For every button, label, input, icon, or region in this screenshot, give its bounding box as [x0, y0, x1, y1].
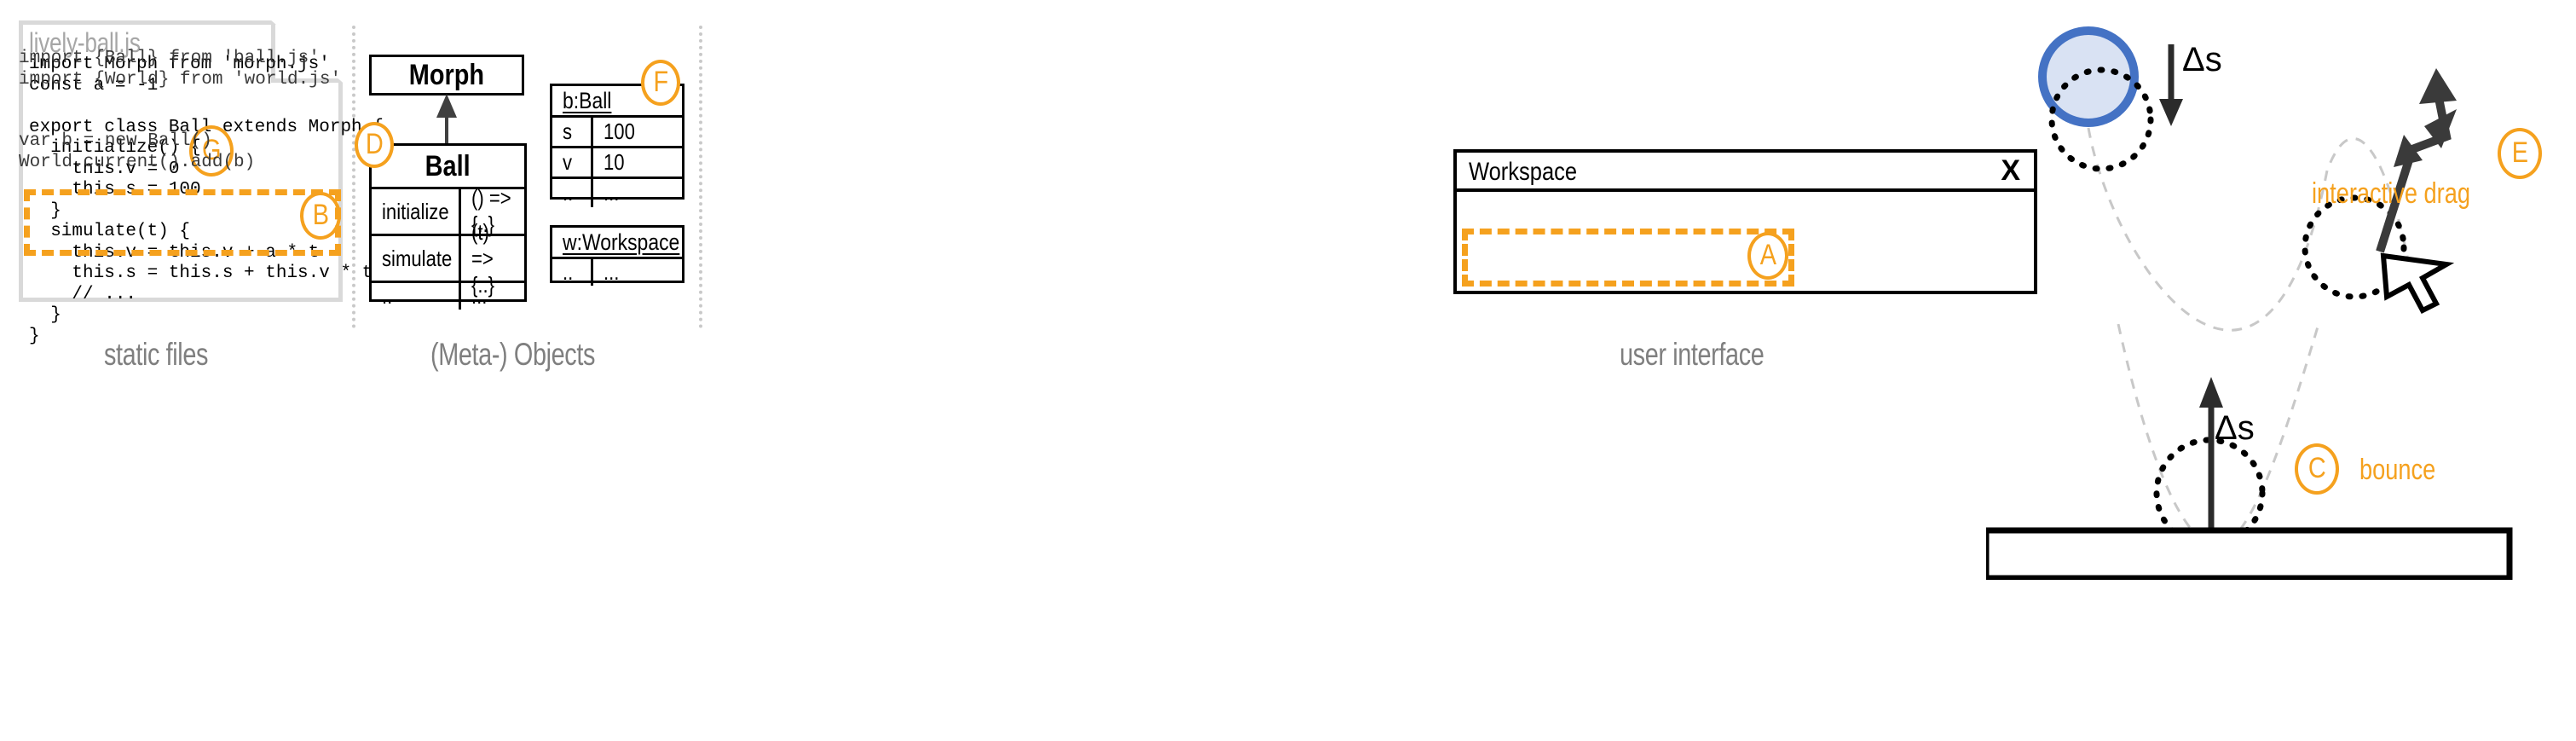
object-box-ball-title: b:Ball: [563, 87, 612, 113]
drag-vector-path: [2376, 93, 2452, 253]
inheritance-arrow-icon: [436, 94, 457, 145]
bounce-label: bounce: [2359, 454, 2436, 486]
workspace-window[interactable]: Workspace X: [1453, 149, 2037, 294]
marker-d-label: D: [365, 128, 384, 160]
workspace-title: Workspace: [1469, 158, 1578, 186]
workspace-statement-code[interactable]: var b = new Ball() World.current().add(b…: [19, 131, 256, 172]
caption-meta-objects: (Meta-) Objects: [430, 337, 596, 372]
delta-s-arrowhead-up: [2199, 377, 2223, 408]
object-row: s 100: [552, 115, 682, 146]
divider-left: [352, 26, 355, 328]
object-value: ...: [604, 180, 620, 206]
file-name-label: lively-ball.js: [29, 27, 141, 58]
object-key: ..: [552, 179, 593, 207]
marker-g-label: G: [201, 134, 222, 166]
ball-ghost-drag: [2302, 194, 2407, 300]
mouse-cursor-icon: [2380, 252, 2455, 314]
uml-member-name: simulate: [372, 236, 461, 281]
trajectory-path: [2087, 127, 2414, 332]
object-row: v 10: [552, 146, 682, 177]
drag-vector-arrowhead: [2419, 68, 2457, 104]
drag-vector-arrowhead-mid: [2424, 109, 2457, 148]
drag-vector-arrowhead-low: [2394, 135, 2423, 167]
uml-row: initialize () => {..}: [372, 185, 524, 237]
delta-s-label-bottom: Δs: [2215, 409, 2255, 447]
uml-member-value: ...: [471, 283, 488, 309]
marker-f: F: [641, 60, 680, 106]
uml-row: .. ...: [372, 281, 524, 310]
object-key: ..: [552, 259, 593, 286]
marker-e-label: E: [2511, 136, 2528, 169]
object-box-workspace-title: w:Workspace: [563, 229, 680, 255]
file-source-code: import Morph from 'morph.js' const a = -…: [29, 55, 384, 346]
uml-row: simulate (t) => {..}: [372, 218, 524, 298]
ball-simulation-bottom: [1986, 324, 2513, 580]
uml-class-morph: Morph: [369, 55, 524, 96]
object-row: .. ...: [552, 177, 682, 207]
uml-class-morph-title: Morph: [408, 58, 485, 91]
object-value: ...: [604, 259, 620, 285]
marker-g: G: [189, 125, 234, 177]
object-key: s: [552, 118, 593, 146]
delta-s-arrowhead-down: [2159, 99, 2183, 126]
marker-b: B: [300, 192, 341, 240]
highlight-box-simulate: [24, 189, 341, 256]
uml-member-name: initialize: [372, 189, 461, 234]
object-value: 100: [604, 119, 635, 144]
uml-member-name: ..: [372, 283, 461, 310]
delta-s-label-top: Δs: [2182, 41, 2222, 78]
ground-bar: [1986, 527, 2513, 580]
uml-class-ball: Ball initialize () => {..} simulate (t) …: [369, 143, 527, 310]
close-icon[interactable]: X: [2001, 154, 2020, 187]
ball-simulation-top: [2038, 26, 2457, 332]
object-box-workspace: w:Workspace .. ...: [550, 225, 684, 286]
workspace-import-code[interactable]: import {Ball} from 'ball.js' import {Wor…: [19, 49, 342, 90]
divider-right: [699, 26, 702, 328]
marker-b-label: B: [312, 199, 329, 231]
object-value: 10: [604, 149, 625, 175]
marker-a-label: A: [1759, 239, 1776, 271]
interactive-drag-label: interactive drag: [2312, 177, 2470, 210]
uml-member-value: () => {..}: [471, 185, 511, 237]
ball-ghost-top: [2048, 67, 2154, 172]
marker-f-label: F: [653, 66, 668, 98]
marker-d: D: [355, 122, 394, 168]
workspace-titlebar[interactable]: Workspace X: [1457, 153, 2034, 192]
object-row: .. ...: [552, 257, 682, 286]
ball-current[interactable]: [2038, 26, 2139, 127]
uml-class-ball-title: Ball: [425, 149, 471, 182]
marker-c-label: C: [2307, 452, 2326, 484]
marker-a: A: [1747, 232, 1788, 280]
highlight-box-workspace: [1462, 229, 1794, 287]
caption-user-interface: user interface: [1620, 337, 1765, 372]
caption-static-files: static files: [104, 337, 209, 372]
object-key: v: [552, 148, 593, 177]
uml-member-value: (t) => {..}: [471, 218, 495, 298]
marker-e: E: [2498, 128, 2542, 179]
marker-c: C: [2295, 443, 2339, 495]
